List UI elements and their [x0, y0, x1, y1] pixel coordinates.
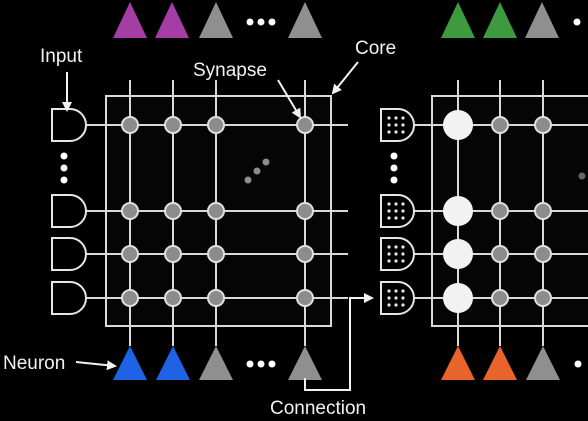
ellipsis-dot: [268, 18, 276, 26]
synapse: [296, 289, 314, 307]
synapse: [491, 202, 509, 220]
input-label: Input: [40, 46, 83, 67]
synapse: [164, 116, 182, 134]
input-ellipsis: [60, 152, 68, 184]
synapse: [207, 245, 225, 263]
neuron-orange-icon: [483, 346, 517, 380]
synapse: [207, 289, 225, 307]
synapse: [534, 202, 552, 220]
neuron-gray-icon: [526, 346, 560, 380]
neuron-orange-icon: [441, 346, 475, 380]
synapse: [207, 202, 225, 220]
synapse: [296, 245, 314, 263]
synapse-pointer-arrow: [277, 79, 302, 119]
synapse: [164, 245, 182, 263]
synapse: [534, 116, 552, 134]
synapse: [491, 116, 509, 134]
neuron-gray-icon: [525, 2, 559, 38]
core-right: [380, 80, 588, 380]
neuron-gray-icon: [288, 2, 322, 38]
synapse: [121, 202, 139, 220]
connection-arrow: [304, 293, 374, 391]
synapse: [164, 202, 182, 220]
synapse: [121, 245, 139, 263]
synapse-active: [443, 110, 473, 140]
ellipsis-dot: [257, 360, 265, 368]
input-ellipsis: [390, 152, 398, 184]
synapse: [491, 245, 509, 263]
top-neuron-row-right: [441, 2, 581, 38]
axon-input-icon: [51, 281, 87, 315]
neuron-pointer-arrow: [75, 360, 117, 371]
core-ellipsis: [578, 172, 586, 180]
core-label: Core: [355, 38, 396, 59]
ellipsis-dot: [268, 360, 276, 368]
neuron-label: Neuron: [3, 353, 65, 374]
synapse: [534, 289, 552, 307]
neuron-gray-icon: [288, 346, 322, 380]
synapse: [121, 116, 139, 134]
synapse-active: [443, 283, 473, 313]
synapse: [207, 116, 225, 134]
connection-label: Connection: [270, 398, 366, 419]
synapse: [296, 202, 314, 220]
core-ellipsis: [244, 158, 270, 184]
synapse: [164, 289, 182, 307]
axon-input-icon: [51, 194, 87, 228]
bottom-neuron-row-right: [441, 346, 582, 380]
synapse: [121, 289, 139, 307]
input-axons: [51, 108, 87, 315]
neuron-gray-icon: [199, 346, 233, 380]
axon-input-icon: [51, 237, 87, 271]
neuron-green-icon: [483, 2, 517, 38]
ellipsis-dot: [246, 360, 254, 368]
bottom-neuron-row-left: [113, 346, 322, 380]
neuron-blue-icon: [156, 346, 190, 380]
synapse-label: Synapse: [193, 60, 267, 81]
neuron-blue-icon: [113, 346, 147, 380]
synapse: [296, 116, 314, 134]
synapse: [491, 289, 509, 307]
top-neuron-row-left: [113, 2, 322, 38]
ellipsis-dot: [574, 360, 582, 368]
synapse-active: [443, 196, 473, 226]
neuron-purple-icon: [155, 2, 189, 38]
synapse-active: [443, 239, 473, 269]
core-pointer-arrow: [331, 61, 359, 95]
axon-input-icon: [51, 108, 87, 142]
ellipsis-dot: [573, 18, 581, 26]
ellipsis-dot: [257, 18, 265, 26]
neuron-purple-icon: [113, 2, 147, 38]
synapse: [534, 245, 552, 263]
neuron-green-icon: [441, 2, 475, 38]
spike-dots: [387, 116, 405, 307]
synapse-grid: [443, 110, 552, 313]
core-left: [51, 80, 348, 380]
neuron-gray-icon: [199, 2, 233, 38]
synapse-grid: [121, 116, 314, 307]
ellipsis-dot: [246, 18, 254, 26]
